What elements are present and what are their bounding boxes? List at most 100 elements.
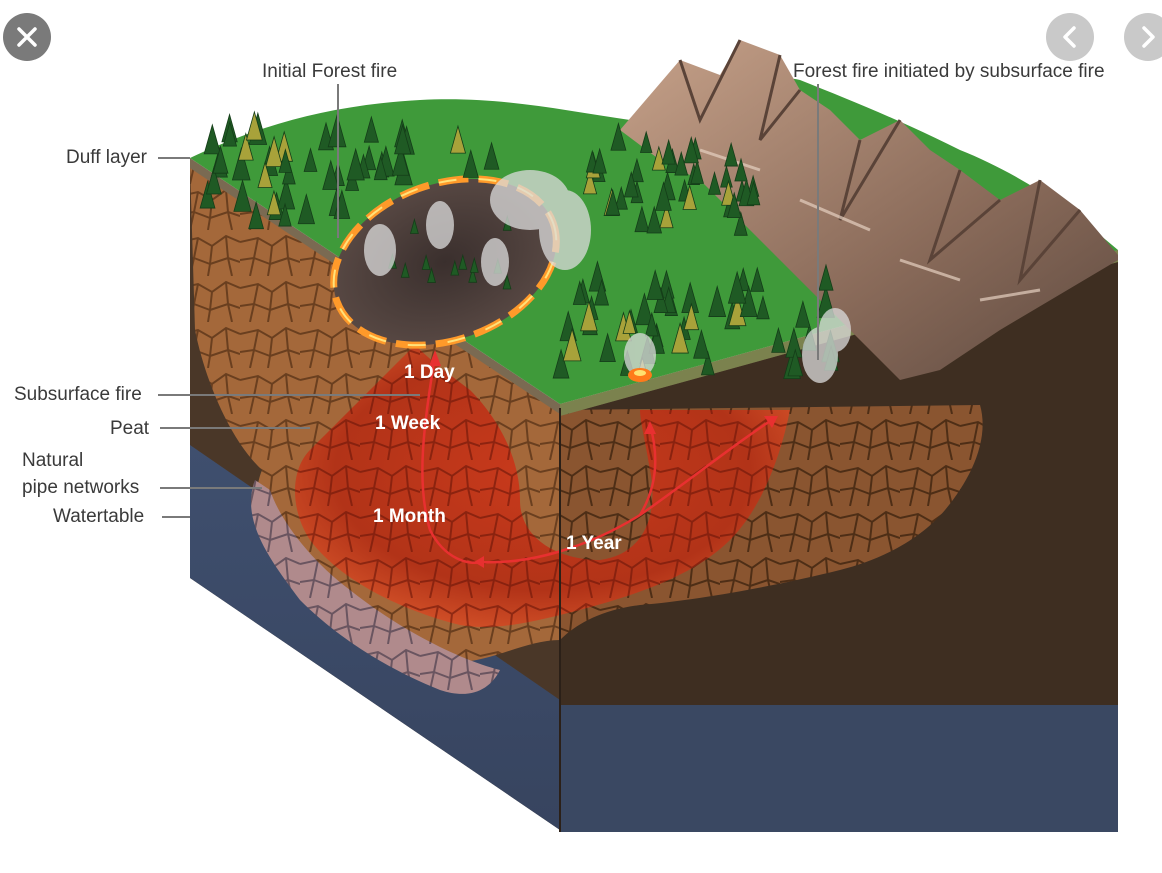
tree xyxy=(427,266,437,283)
tree xyxy=(734,157,748,182)
tree xyxy=(266,189,282,216)
pipe-networks xyxy=(251,480,500,694)
tree xyxy=(212,145,229,174)
tree xyxy=(562,327,582,362)
leader-lines xyxy=(158,84,819,518)
tree xyxy=(450,259,460,276)
tree xyxy=(622,309,637,334)
tree xyxy=(671,321,689,354)
tree xyxy=(690,159,704,184)
tree xyxy=(233,178,252,212)
tree xyxy=(205,166,222,195)
tree xyxy=(644,311,659,337)
tree xyxy=(646,269,664,300)
small-surface-fires xyxy=(628,368,652,382)
timeline-1-month: 1 Month xyxy=(373,506,446,527)
tree xyxy=(278,202,292,227)
tree xyxy=(693,328,710,359)
tree xyxy=(646,205,663,234)
tree xyxy=(391,144,410,176)
tree xyxy=(303,147,318,172)
tree xyxy=(655,181,672,211)
tree xyxy=(363,115,379,143)
fire-spread-arrows xyxy=(421,354,776,564)
timeline-1-week: 1 Week xyxy=(375,413,441,434)
tree xyxy=(572,280,587,305)
timeline-1-year: 1 Year xyxy=(566,533,622,554)
chevron-left-icon xyxy=(1063,26,1076,48)
tree xyxy=(199,180,216,209)
watertable-right-face xyxy=(560,705,1118,832)
prev-image-button[interactable] xyxy=(1046,13,1094,61)
label-subsurface-fire: Subsurface fire xyxy=(14,384,142,405)
tree xyxy=(683,135,699,164)
arrow-heads xyxy=(429,350,778,568)
tree xyxy=(721,179,736,206)
tree xyxy=(237,132,254,161)
tree xyxy=(653,286,669,313)
tree xyxy=(322,159,340,190)
tree xyxy=(483,141,500,170)
label-duff-layer: Duff layer xyxy=(66,147,147,168)
tree xyxy=(682,184,697,210)
tree xyxy=(449,124,467,154)
tree xyxy=(674,150,689,176)
tree xyxy=(635,292,654,326)
tree xyxy=(400,261,410,278)
tree xyxy=(639,130,653,153)
tree xyxy=(708,285,727,317)
tree xyxy=(231,146,251,181)
tree xyxy=(278,148,293,173)
tree xyxy=(727,270,747,304)
tree xyxy=(724,141,739,167)
tree xyxy=(756,295,770,320)
tree xyxy=(683,302,700,331)
tree xyxy=(580,299,598,332)
tree xyxy=(707,170,722,195)
tree xyxy=(661,138,676,165)
tree xyxy=(795,299,811,328)
tree xyxy=(394,123,412,155)
label-peat: Peat xyxy=(110,418,150,439)
next-image-button[interactable] xyxy=(1124,13,1162,61)
tree xyxy=(726,191,742,218)
tree xyxy=(222,120,238,147)
timeline-1-day: 1 Day xyxy=(404,362,455,383)
tree xyxy=(750,266,765,292)
tree xyxy=(468,266,478,283)
fire-zone-cracks xyxy=(295,345,790,627)
tree xyxy=(552,348,570,379)
tree xyxy=(502,273,512,290)
close-icon xyxy=(17,27,37,47)
tree xyxy=(245,110,263,141)
label-forest-fire-subsurface: Forest fire initiated by subsurface fire xyxy=(793,61,1105,82)
tree xyxy=(610,122,627,151)
tree xyxy=(614,185,628,210)
label-natural: Natural xyxy=(22,450,84,471)
tree xyxy=(265,135,283,168)
tree xyxy=(373,155,388,181)
tree xyxy=(346,147,365,181)
tree xyxy=(469,256,479,273)
label-pipe-networks: pipe networks xyxy=(22,477,140,498)
chevron-right-icon xyxy=(1142,26,1155,48)
tree xyxy=(818,263,834,291)
tree xyxy=(594,278,610,306)
tree xyxy=(458,253,468,270)
tree xyxy=(592,147,607,174)
close-button[interactable] xyxy=(3,13,51,61)
tree xyxy=(599,332,616,363)
tree xyxy=(787,348,804,377)
tree xyxy=(248,200,265,230)
tree xyxy=(733,210,748,236)
tree xyxy=(297,193,316,225)
tree xyxy=(605,188,621,216)
tree xyxy=(746,180,761,206)
tree xyxy=(771,326,786,353)
smoke-plumes xyxy=(364,170,851,383)
tree xyxy=(462,148,479,178)
tree xyxy=(659,202,674,229)
label-watertable: Watertable xyxy=(53,506,145,527)
